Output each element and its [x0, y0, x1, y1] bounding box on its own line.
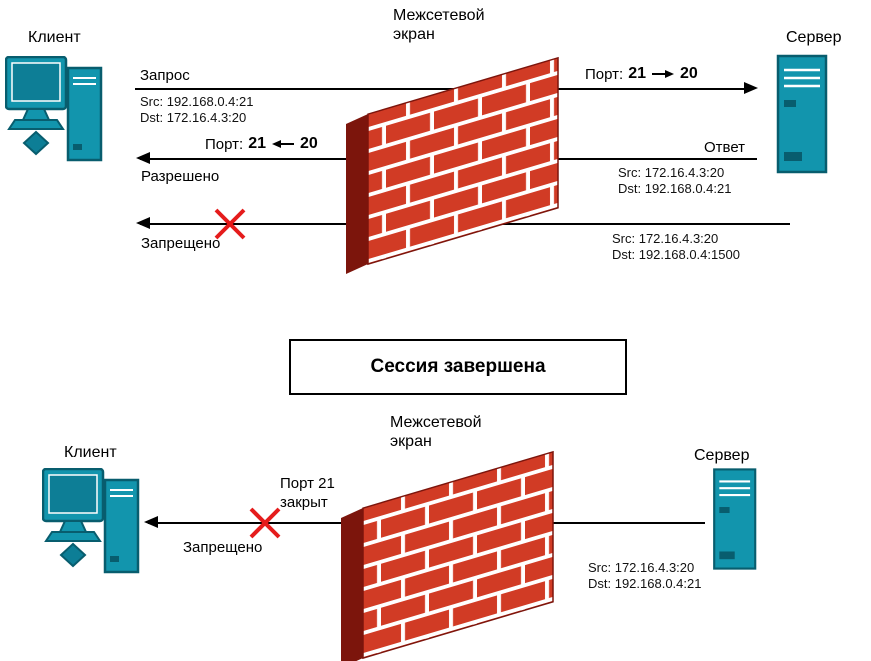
bottom-packet-src: Src: 172.16.4.3:20	[588, 560, 695, 575]
reply-src: Src: 172.16.4.3:20	[618, 165, 725, 180]
top-firewall-label: Межсетевой экран	[393, 7, 485, 43]
arrow-left-icon	[271, 140, 294, 148]
server-icon	[776, 54, 828, 174]
request-src: Src: 192.168.0.4:21	[140, 94, 254, 109]
port-back-to: 20	[299, 135, 318, 152]
port-forward-label: Порт: 21 20	[583, 65, 700, 83]
arrowhead-right-icon	[744, 82, 758, 94]
client-computer-icon	[42, 468, 140, 574]
denied-status-label: Запрещено	[141, 235, 221, 252]
port-forward-to: 20	[679, 65, 698, 82]
bottom-packet-dst: Dst: 192.168.0.4:21	[588, 576, 702, 591]
blocked-x-icon	[249, 507, 281, 539]
arrowhead-left-icon	[136, 217, 150, 229]
session-ended-banner: Сессия завершена	[289, 339, 627, 395]
reply-label: Ответ	[704, 139, 746, 156]
arrowhead-left-icon	[136, 152, 150, 164]
firewall-wall	[346, 56, 559, 274]
port-forward-from: 21	[628, 65, 646, 82]
reply-dst: Dst: 192.168.0.4:21	[618, 181, 732, 196]
request-dst: Dst: 172.16.4.3:20	[140, 110, 247, 125]
blocked-dst: Dst: 192.168.0.4:1500	[612, 247, 740, 262]
request-label: Запрос	[140, 67, 190, 84]
blocked-src: Src: 172.16.4.3:20	[612, 231, 719, 246]
top-server-label: Сервер	[786, 29, 842, 46]
server-icon	[713, 468, 757, 570]
session-ended-text: Сессия завершена	[370, 356, 546, 377]
bottom-firewall-label: Межсетевой экран	[390, 414, 482, 450]
port-forward-prefix: Порт:	[585, 65, 624, 83]
arrow-right-icon	[651, 70, 674, 78]
bottom-client-label: Клиент	[64, 444, 117, 461]
top-client-label: Клиент	[28, 29, 81, 46]
port-back-prefix: Порт:	[205, 135, 244, 153]
allowed-status-label: Разрешено	[141, 168, 220, 185]
port-back-label: Порт: 21 20	[203, 135, 320, 153]
firewall-wall	[341, 450, 554, 661]
port-closed-label: Порт 21 закрыт	[278, 474, 337, 512]
client-computer-icon	[5, 56, 103, 162]
arrowhead-left-icon	[144, 516, 158, 528]
port-back-from: 21	[248, 135, 266, 152]
request-arrow-line	[135, 88, 747, 90]
blocked-x-icon	[214, 208, 246, 240]
bottom-server-label: Сервер	[694, 447, 750, 464]
bottom-denied-status-label: Запрещено	[183, 539, 263, 556]
